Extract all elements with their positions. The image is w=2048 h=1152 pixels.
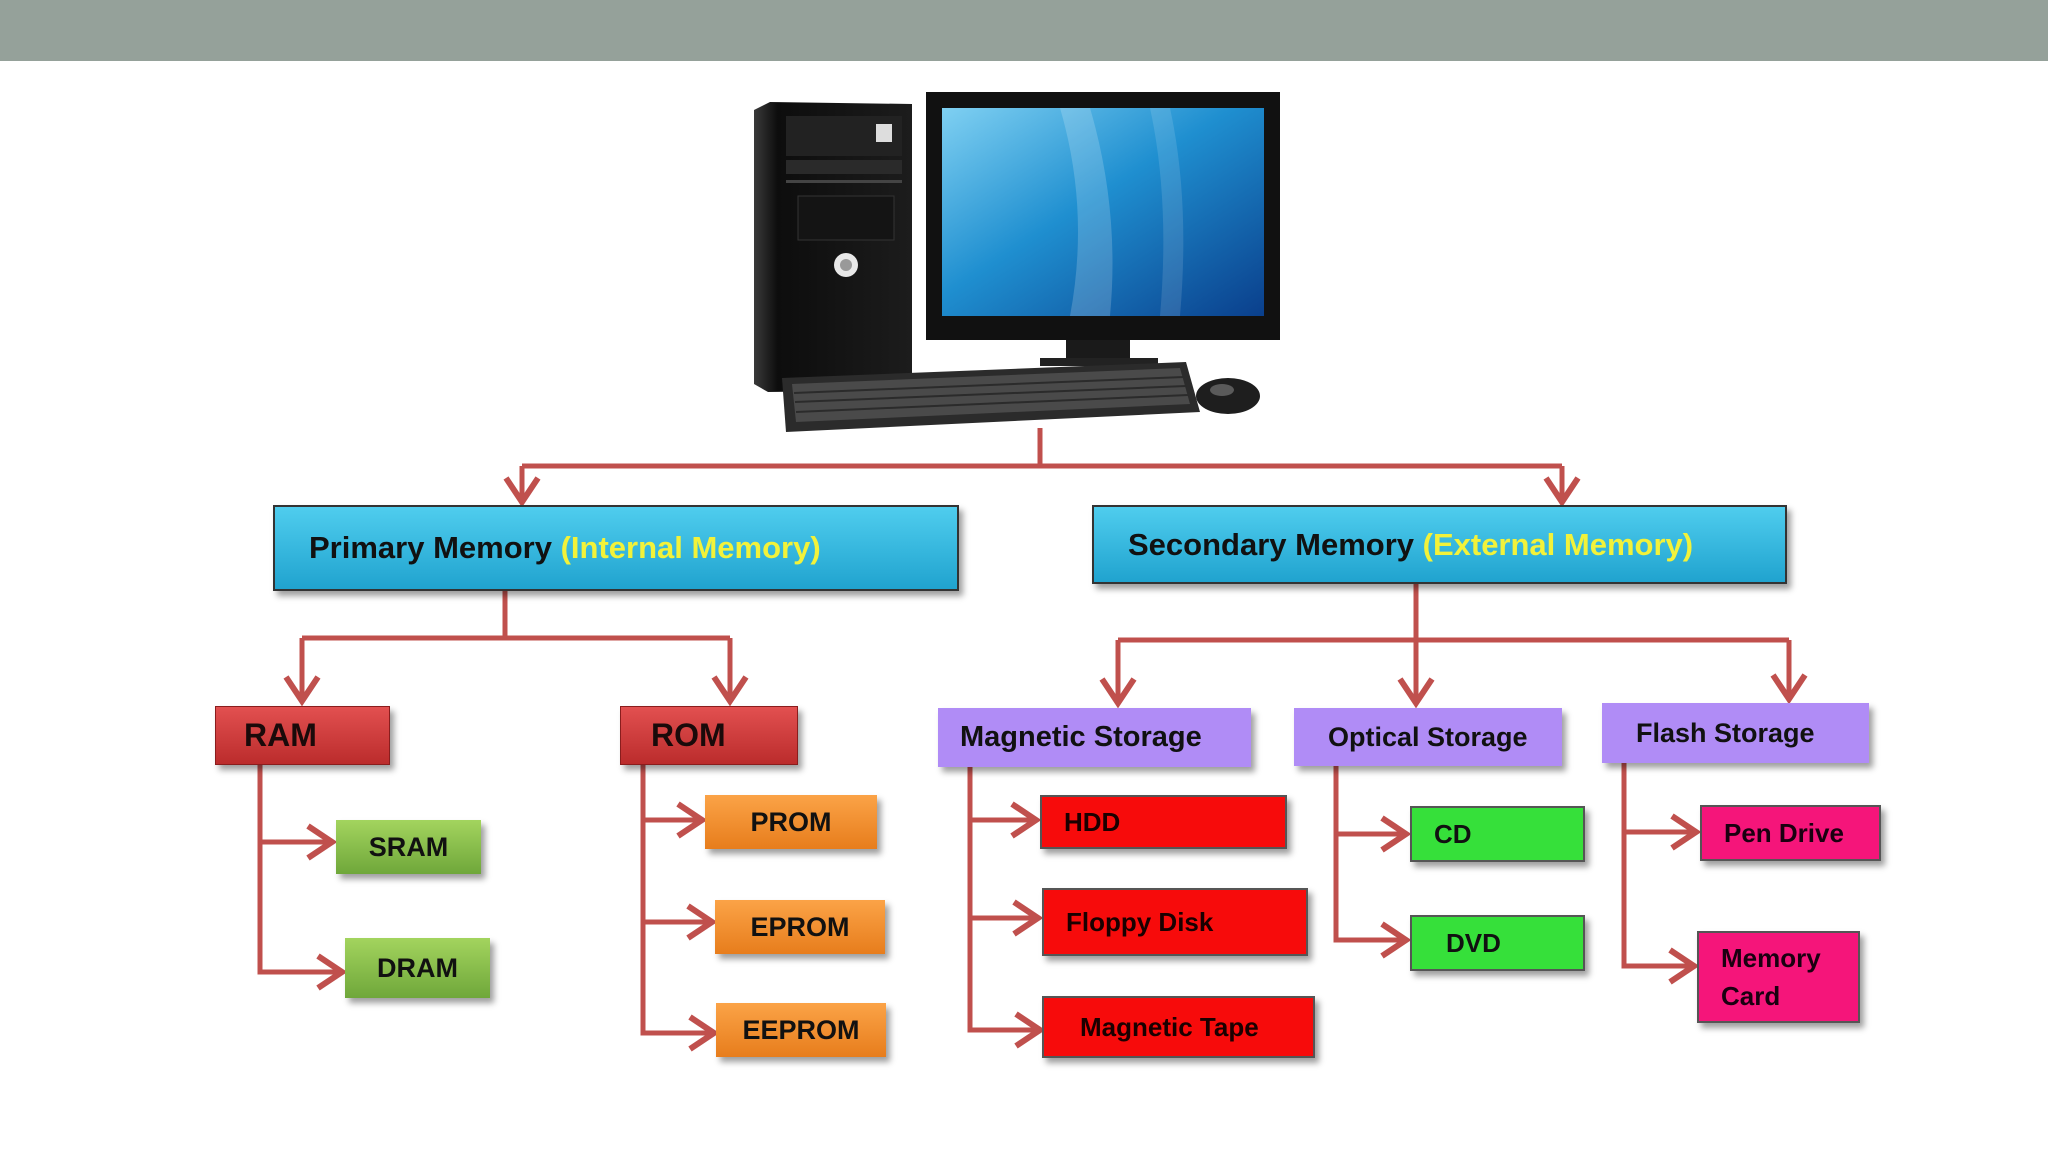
arrow-pen-drive [1670,813,1702,851]
ram-node: RAM [215,706,390,765]
secondary-memory-node: Secondary Memory (External Memory) [1092,505,1787,584]
arrow-eprom [686,903,718,941]
pen-drive-node: Pen Drive [1700,805,1881,861]
sram-node: SRAM [336,820,481,874]
dvd-node: DVD [1410,915,1585,971]
arrow-flash [1770,673,1808,705]
primary-memory-node: Primary Memory (Internal Memory) [273,505,959,591]
prom-node: PROM [705,795,877,849]
arrow-magnetic [1099,677,1137,709]
magnetic-spine [967,767,1038,1033]
arrow-eeprom [688,1014,720,1052]
cd-node: CD [1410,806,1585,862]
arrow-rom [711,675,749,707]
eeprom-node: EEPROM [716,1003,886,1057]
eprom-node: EPROM [715,900,885,954]
arrow-dram [316,953,348,991]
dram-node: DRAM [345,938,490,998]
secondary-memory-label: Secondary Memory [1128,526,1414,562]
floppy-disk-node: Floppy Disk [1042,888,1308,956]
ram-spine [257,765,340,975]
arrow-secondary [1543,476,1581,508]
flash-storage-node: Flash Storage [1602,703,1869,763]
rom-spine [640,765,712,1036]
flash-spine [1621,763,1692,969]
arrow-dvd [1380,921,1412,959]
primary-memory-label: Primary Memory [309,530,552,565]
hdd-node: HDD [1040,795,1287,849]
magnetic-storage-node: Magnetic Storage [938,708,1251,767]
arrow-tape [1014,1011,1046,1049]
arrow-floppy [1012,899,1044,937]
memory-card-node: Memory Card [1697,931,1860,1023]
rom-node: ROM [620,706,798,765]
external-memory-label: (External Memory) [1422,526,1694,562]
slide-top-bar [0,0,2048,61]
arrow-optical [1397,677,1435,709]
optical-spine [1333,766,1404,943]
optical-storage-node: Optical Storage [1294,708,1562,766]
arrow-ram [283,675,321,707]
arrow-primary [503,476,541,508]
arrow-hdd [1010,801,1042,839]
magnetic-tape-node: Magnetic Tape [1042,996,1315,1058]
arrow-cd [1380,815,1412,853]
arrow-prom [676,801,708,839]
internal-memory-label: (Internal Memory) [560,530,821,565]
arrow-memory-card [1668,947,1700,985]
arrow-sram [306,823,338,861]
